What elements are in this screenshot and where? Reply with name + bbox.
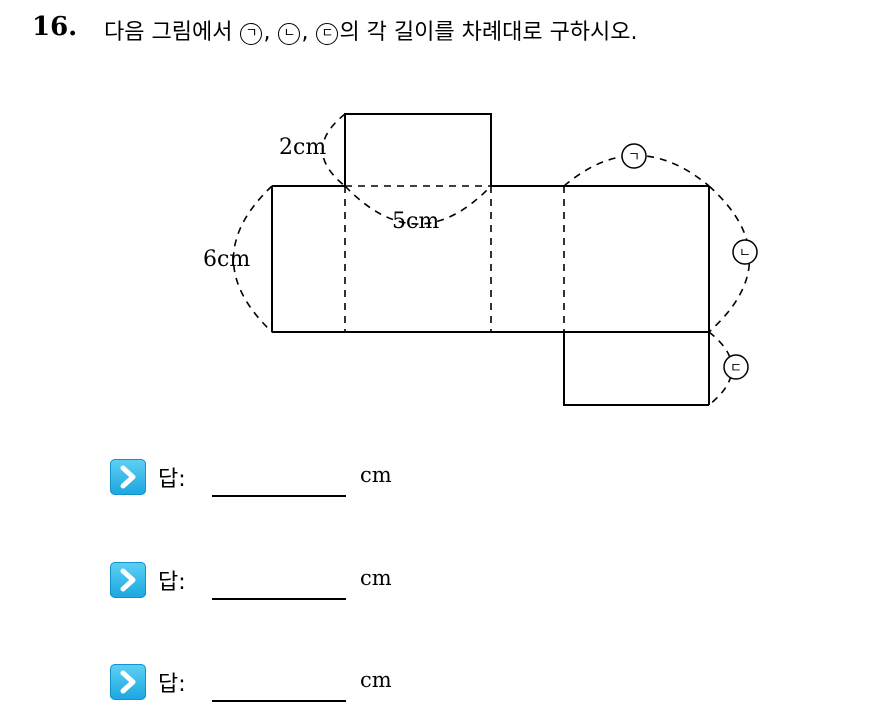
circled-mark-b: ㄴ: [732, 239, 758, 265]
answer-row-3: 답: cm: [110, 664, 430, 704]
label-6cm: 6cm: [203, 247, 250, 272]
arc-b: [708, 185, 751, 333]
mark-a-text: ㄱ: [628, 150, 640, 165]
answer-unit: cm: [360, 566, 392, 590]
circled-mark-digeut: ㄷ: [316, 23, 339, 45]
arc-5cm: [344, 185, 492, 225]
mark-c-text: ㄷ: [730, 361, 742, 376]
circled-mark-a: ㄱ: [621, 143, 647, 169]
chevron-right-icon: [110, 459, 146, 495]
separator: ,: [263, 20, 271, 45]
chevron-right-icon: [110, 664, 146, 700]
separator: ,: [301, 20, 309, 45]
mark-b-text: ㄴ: [739, 246, 751, 261]
answer-label: 답:: [158, 570, 186, 595]
answer-blank[interactable]: [212, 700, 346, 702]
answer-label: 답:: [158, 672, 186, 697]
label-5cm: 5cm: [392, 209, 439, 234]
arc-2cm: [321, 113, 346, 187]
answer-blank[interactable]: [212, 495, 346, 497]
circled-mark-giyeok: ㄱ: [240, 23, 263, 45]
arc-6cm: [232, 185, 273, 333]
answer-blank[interactable]: [212, 598, 346, 600]
question-text-before: 다음 그림에서: [104, 20, 233, 45]
answer-unit: cm: [360, 668, 392, 692]
label-2cm: 2cm: [279, 135, 326, 160]
answer-unit: cm: [360, 463, 392, 487]
circled-mark-c: ㄷ: [723, 354, 749, 380]
question-number: 16.: [32, 12, 78, 42]
circled-mark-nieun: ㄴ: [278, 23, 301, 45]
bottom-flap-outline: [563, 332, 709, 406]
question-text-after: 의 각 길이를 차례대로 구하시오.: [339, 20, 638, 45]
top-flap-outline: [344, 113, 492, 186]
chevron-right-icon: [110, 562, 146, 598]
answer-row-2: 답: cm: [110, 562, 430, 602]
answer-row-1: 답: cm: [110, 459, 430, 499]
answer-label: 답:: [158, 467, 186, 492]
